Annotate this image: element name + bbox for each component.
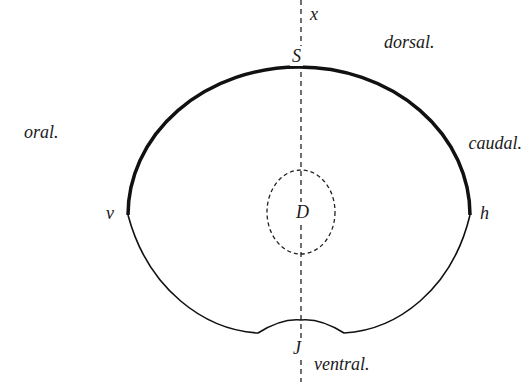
- point-letter: S: [290, 46, 303, 66]
- point-letter: v: [104, 203, 116, 223]
- axis-letter: x: [308, 4, 320, 24]
- direction-label: ventral.: [312, 354, 372, 374]
- direction-label: oral.: [22, 122, 61, 142]
- dorsal-arc: [128, 67, 470, 215]
- direction-label: caudal.: [467, 133, 525, 153]
- inner-circle: [267, 170, 335, 254]
- point-letter: D: [294, 202, 311, 222]
- ventral-outline: [128, 215, 470, 333]
- point-letter: J: [291, 338, 303, 358]
- point-letter: h: [478, 203, 491, 223]
- direction-label: dorsal.: [382, 32, 437, 52]
